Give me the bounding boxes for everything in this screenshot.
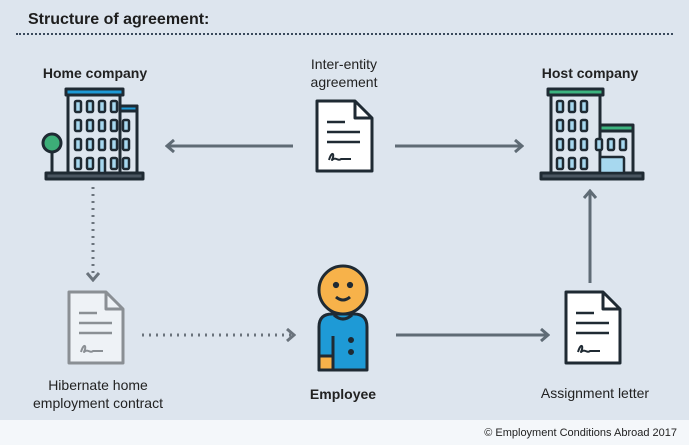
window-icon — [121, 118, 131, 133]
window-icon — [579, 118, 589, 133]
footer-band — [0, 420, 689, 445]
window-icon — [555, 118, 565, 133]
assignment-letter-document-icon — [564, 290, 622, 365]
window-icon — [73, 156, 83, 171]
inter-entity-agreement-label: Inter-entity agreement — [310, 56, 378, 90]
window-icon — [73, 99, 83, 114]
employee-person-icon — [317, 264, 369, 372]
window-icon — [618, 137, 628, 152]
window-icon — [73, 118, 83, 133]
window-icon — [567, 118, 577, 133]
home-company-label: Home company — [42, 65, 148, 81]
window-icon — [567, 156, 577, 171]
window-icon — [555, 156, 565, 171]
diagram-title: Structure of agreement: — [28, 11, 210, 28]
window-icon — [594, 137, 604, 152]
window-icon — [109, 99, 119, 114]
window-icon — [97, 99, 107, 114]
assignment-letter-label: Assignment letter — [540, 385, 650, 401]
inter-entity-document-icon — [315, 99, 374, 173]
host-company-label: Host company — [541, 65, 639, 81]
window-icon — [579, 156, 589, 171]
window-icon — [73, 137, 83, 152]
window-icon — [567, 137, 577, 152]
window-icon — [121, 137, 131, 152]
window-icon — [97, 156, 107, 175]
window-icon — [121, 156, 131, 171]
window-icon — [109, 118, 119, 133]
hibernate-contract-label: Hibernate home employment contract — [33, 377, 163, 411]
window-icon — [598, 155, 626, 175]
window-icon — [85, 137, 95, 152]
home-building-icon — [41, 87, 145, 181]
window-icon — [579, 99, 589, 114]
window-icon — [97, 118, 107, 133]
window-icon — [579, 137, 589, 152]
window-icon — [606, 137, 616, 152]
window-icon — [85, 99, 95, 114]
window-icon — [85, 118, 95, 133]
window-icon — [97, 137, 107, 152]
window-icon — [555, 137, 565, 152]
dotted-divider — [16, 33, 673, 35]
employee-label: Employee — [309, 386, 377, 402]
window-icon — [555, 99, 565, 114]
window-icon — [567, 99, 577, 114]
window-icon — [85, 156, 95, 171]
window-icon — [109, 137, 119, 152]
copyright-text: © Employment Conditions Abroad 2017 — [484, 427, 677, 439]
host-building-icon — [539, 87, 645, 181]
window-icon — [109, 156, 119, 171]
hibernate-contract-document-icon — [67, 290, 125, 365]
